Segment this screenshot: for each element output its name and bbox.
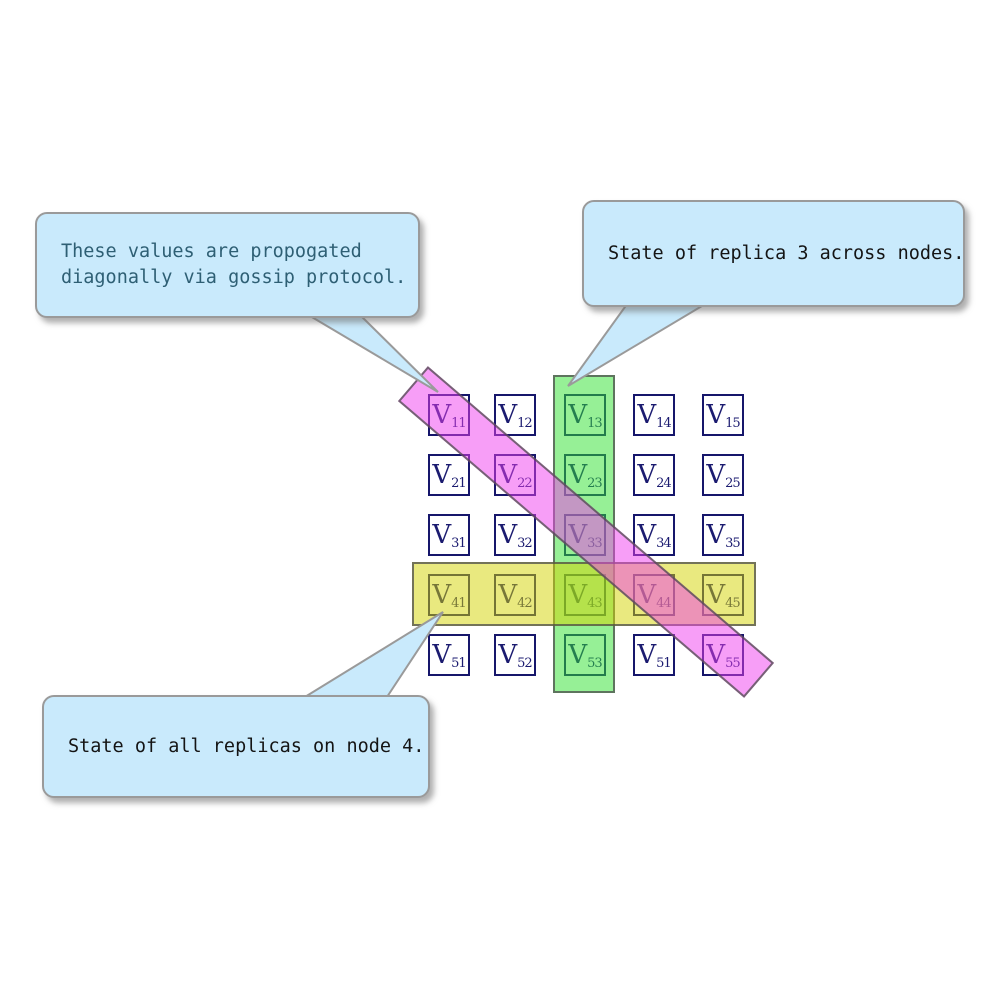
- cell-subscript: 31: [451, 535, 467, 551]
- cell-subscript: 51: [451, 655, 467, 671]
- cell-letter: V: [637, 520, 657, 550]
- cell-letter: V: [706, 520, 726, 550]
- gossip-callout-text-line1: These values are propogated: [61, 241, 362, 262]
- node-callout: State of all replicas on node 4.: [42, 695, 430, 798]
- cell-subscript: 15: [725, 415, 741, 431]
- cell-subscript: 32: [517, 535, 533, 551]
- replica-callout-pointer: [567, 299, 716, 387]
- cell-letter: V: [706, 460, 726, 490]
- replica-callout-text: State of replica 3 across nodes.: [608, 242, 965, 264]
- cell-letter: V: [498, 400, 518, 430]
- cell-letter: V: [637, 460, 657, 490]
- cell-subscript: 14: [656, 415, 672, 431]
- cell-letter: V: [432, 640, 452, 670]
- cell-letter: V: [706, 400, 726, 430]
- cell-subscript: 24: [656, 475, 672, 491]
- gossip-callout-text-line2: diagonally via gossip protocol.: [61, 267, 407, 288]
- cell-letter: V: [432, 520, 452, 550]
- cell-subscript: 35: [725, 535, 741, 551]
- cell-subscript: 21: [451, 475, 467, 491]
- cell-subscript: 51: [656, 655, 672, 671]
- cell-subscript: 52: [517, 655, 533, 671]
- cell-subscript: 25: [725, 475, 741, 491]
- node-callout-text: State of all replicas on node 4.: [68, 735, 425, 757]
- cell-letter: V: [432, 460, 452, 490]
- replica-callout: State of replica 3 across nodes.: [582, 200, 965, 307]
- cell-letter: V: [637, 400, 657, 430]
- cell-letter: V: [498, 640, 518, 670]
- cell-subscript: 12: [517, 415, 533, 431]
- cell-letter: V: [637, 640, 657, 670]
- node-callout-pointer: [296, 611, 444, 701]
- cell-subscript: 34: [656, 535, 672, 551]
- gossip-callout-pointer: [296, 309, 439, 393]
- gossip-callout: These values are propogated diagonally v…: [35, 212, 420, 318]
- cell-letter: V: [498, 520, 518, 550]
